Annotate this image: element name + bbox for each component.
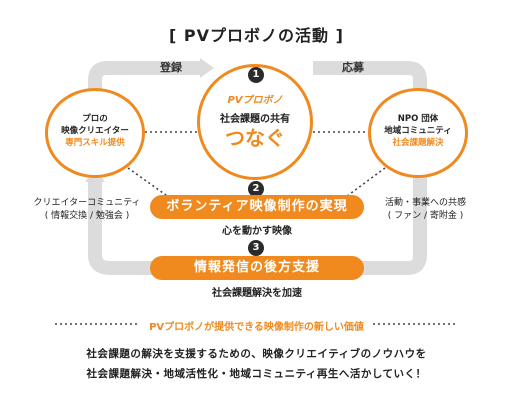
empathy-line1: 活動・事業への共感 — [384, 198, 466, 208]
value-line2: 社会課題解決・地域活性化・地域コミュニティ再生へ活かしていく！ — [86, 368, 427, 380]
step-number-1: 1 — [248, 67, 264, 83]
creator-community-text: クリエイターコミュニティ ( 情報交換 / 勉強会 ) — [22, 197, 152, 223]
npo-line2: 地域コミュニティ — [384, 126, 452, 136]
arrow-right-icon — [200, 58, 214, 78]
page-title: [ PVプロボノの活動 ] — [169, 26, 344, 45]
value-heading: PVプロボノが提供できる映像制作の新しい価値 — [149, 322, 364, 333]
step-number-3: 3 — [248, 240, 264, 256]
register-label: 登録 — [160, 61, 182, 74]
npo-line1: NPO 団体 — [397, 114, 439, 124]
empathy-text: 活動・事業への共感 ( ファン / 寄附金 ) — [368, 197, 483, 223]
npo-accent: 社会課題解決 — [392, 138, 444, 148]
dotted-connector — [127, 167, 181, 206]
step3-sub: 社会課題解決を加速 — [212, 288, 302, 299]
step2-sub: 心を動かす映像 — [222, 226, 292, 237]
creator-community-line1: クリエイターコミュニティ — [33, 198, 141, 208]
step3-banner: 情報発信の後方支援 — [150, 256, 364, 280]
step2-banner: ボランティア映像制作の実現 — [150, 195, 364, 219]
center-circle: PVプロボノ 社会課題の共有 つなぐ — [197, 64, 313, 180]
npo-circle: NPO 団体 地域コミュニティ 社会課題解決 — [368, 88, 468, 178]
creator-circle: プロの 映像クリエイター 専門スキル提供 — [45, 88, 145, 178]
creator-accent: 専門スキル提供 — [65, 138, 125, 148]
empathy-line2: ( ファン / 寄附金 ) — [387, 211, 464, 221]
pv-probono-logo: PVプロボノ — [227, 95, 283, 106]
center-main: つなぐ — [225, 126, 285, 150]
center-sub: 社会課題の共有 — [220, 114, 290, 125]
apply-label: 応募 — [342, 61, 364, 74]
loop-arrow-left-top — [88, 61, 200, 115]
loop-arrow-right-top — [313, 61, 427, 110]
step-number-2: 2 — [248, 181, 264, 197]
creator-line2: 映像クリエイター — [61, 126, 129, 136]
creator-community-line2: ( 情報交換 / 勉強会 ) — [44, 211, 130, 221]
creator-line1: プロの — [82, 114, 108, 124]
value-line1: 社会課題の解決を支援するための、映像クリエイティブのノウハウを — [86, 348, 427, 360]
